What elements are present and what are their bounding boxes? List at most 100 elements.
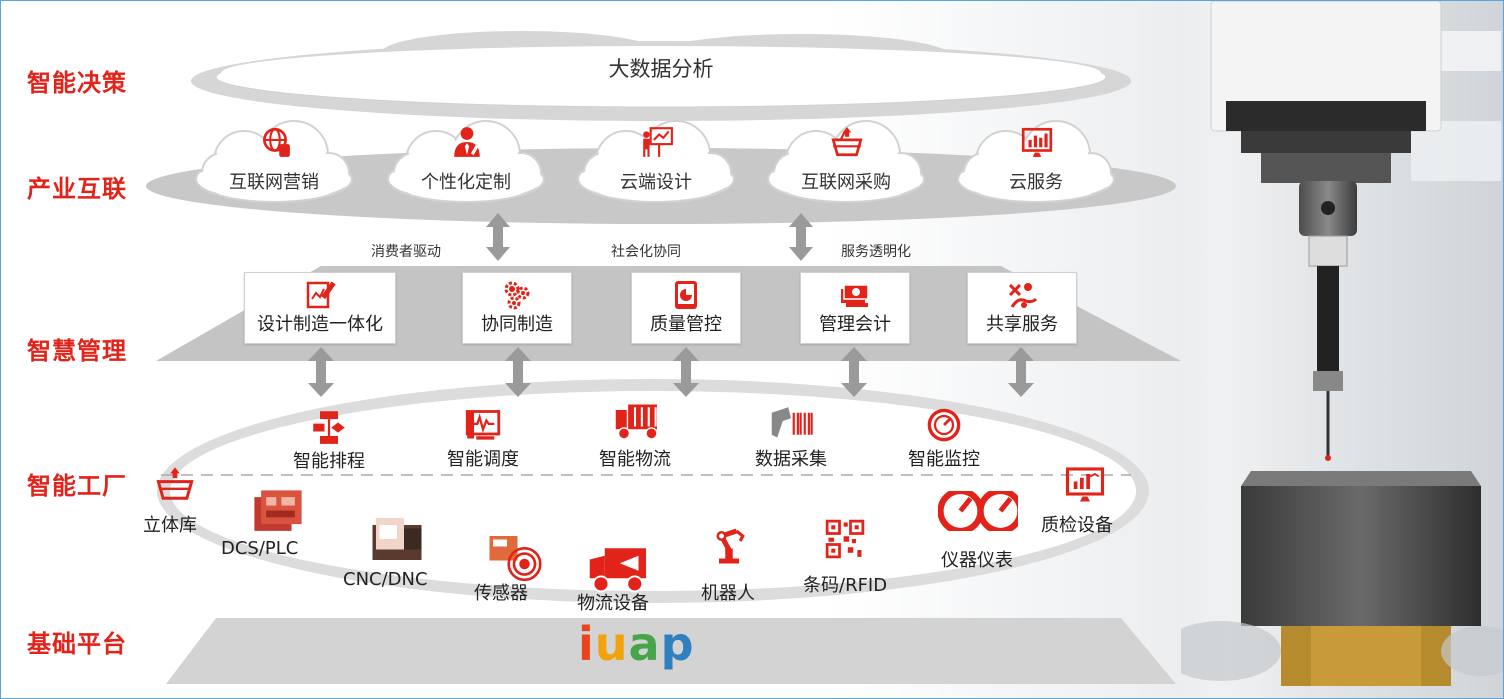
factory-bottom-icon-wrap [709, 526, 749, 570]
machine-photo [1181, 1, 1503, 698]
industry-cloud-item: 互联网采购 [756, 113, 936, 205]
factory-icon-wrap [428, 401, 538, 443]
presentation-icon [643, 127, 673, 157]
iuap-letter-u: u [594, 617, 629, 671]
iuap-letter-i: i [578, 617, 595, 671]
factory-bottom-label: DCS/PLC [221, 538, 299, 559]
factory-top-item: 智能物流 [580, 401, 690, 473]
inspection-screen-icon [1065, 467, 1105, 502]
factory-bottom-label: 立体库 [143, 515, 197, 536]
factory-bottom-label: 质检设备 [1041, 515, 1113, 536]
factory-icon-wrap [889, 401, 999, 443]
cloud-shape [577, 120, 735, 203]
factory-top-label: 智能调度 [447, 449, 519, 470]
industry-cloud-item: 互联网营销 [184, 113, 364, 205]
factory-bottom-icon-wrap [251, 487, 305, 545]
globe-phone-icon [263, 127, 290, 157]
factory-bottom-icon-wrap [823, 517, 867, 565]
factory-top-item: 智能调度 [428, 401, 538, 473]
factory-bottom-label: 仪器仪表 [941, 550, 1013, 571]
layer-label-factory: 智能工厂 [27, 472, 127, 500]
layer-label-decision: 智能决策 [27, 69, 127, 97]
truck-icon [615, 404, 657, 440]
factory-bottom-icon-wrap [937, 487, 1024, 535]
factory-bottom-label: 传感器 [474, 583, 528, 604]
factory-bottom-label: 物流设备 [577, 593, 649, 614]
cloud-shape [195, 120, 353, 203]
management-box-label: 质量管控 [650, 314, 722, 335]
cloud-icon-wrap [258, 125, 292, 163]
sensor-icon [489, 536, 542, 582]
plc-device-icon [254, 490, 302, 531]
factory-icon-wrap [736, 401, 846, 443]
layer-label-industry: 产业互联 [27, 175, 127, 203]
box-icon-wrap [1006, 279, 1038, 315]
arrow-consumer [486, 213, 510, 261]
cloud-icon-wrap [1020, 125, 1054, 163]
cloud-icon-wrap [640, 125, 674, 163]
cnc-machine-icon [372, 518, 422, 560]
management-box: 共享服务 [967, 272, 1077, 344]
factory-bottom-icon-wrap [1065, 464, 1105, 508]
industry-cloud-item: 个性化定制 [376, 113, 556, 205]
big-data-label: 大数据分析 [608, 57, 714, 81]
flowchart-icon [313, 411, 345, 444]
factory-icon-wrap [274, 403, 384, 445]
share-hands-icon [1008, 283, 1038, 308]
cloud-shape [957, 120, 1115, 203]
factory-bottom-label: 条码/RFID [803, 575, 888, 596]
industry-cloud-item: 云服务 [946, 113, 1126, 205]
management-box-label: 共享服务 [986, 314, 1058, 335]
iuap-logo: iuap [578, 617, 695, 671]
management-box: 管理会计 [800, 272, 910, 344]
tablet-chart-icon [675, 281, 697, 309]
factory-top-label: 智能排程 [293, 451, 365, 472]
gauge-icon [927, 408, 961, 442]
chart-screen-icon [1021, 127, 1053, 157]
cloud-icon-wrap [830, 125, 864, 163]
layer-label-management: 智慧管理 [27, 337, 127, 365]
industry-cloud-label: 互联网营销 [229, 172, 319, 193]
money-icon [841, 284, 869, 307]
dual-gauge-icon [937, 487, 1024, 535]
industry-cloud-label: 互联网采购 [801, 172, 891, 193]
robot-arm-icon [716, 528, 745, 564]
management-box-label: 设计制造一体化 [257, 314, 383, 335]
box-icon-wrap [501, 279, 533, 315]
person-tie-icon [454, 127, 480, 157]
connector-label-consumer: 消费者驱动 [371, 244, 441, 260]
factory-top-label: 数据采集 [755, 449, 827, 470]
industry-cloud-label: 个性化定制 [421, 172, 511, 193]
industry-cloud-label: 云服务 [1009, 172, 1063, 193]
delivery-truck-icon [589, 548, 646, 593]
arrow-service [789, 213, 813, 261]
management-box: 协同制造 [462, 272, 572, 344]
box-icon-wrap [670, 279, 702, 315]
factory-bottom-icon-wrap [486, 529, 542, 589]
monitor-pulse-icon [465, 410, 501, 440]
factory-top-item: 智能排程 [274, 403, 384, 475]
factory-bottom-icon-wrap [369, 511, 425, 571]
factory-top-item: 数据采集 [736, 401, 846, 473]
factory-icon-wrap [580, 401, 690, 443]
shopping-basket-icon [831, 127, 863, 157]
iuap-letter-p: p [660, 617, 695, 671]
connector-arrows [308, 213, 1034, 397]
gears-icon [504, 281, 530, 310]
qr-code-icon [825, 519, 865, 559]
basket-icon [156, 467, 194, 500]
factory-bottom-icon-wrap [586, 537, 646, 601]
cloud-icon-wrap [450, 125, 484, 163]
factory-top-label: 智能监控 [908, 449, 980, 470]
connector-label-social: 社会化协同 [611, 244, 681, 260]
cloud-shape [767, 120, 925, 203]
industry-cloud-label: 云端设计 [620, 172, 692, 193]
barcode-scanner-icon [771, 407, 813, 438]
management-box: 质量管控 [631, 272, 741, 344]
iuap-letter-a: a [628, 617, 661, 671]
industry-cloud-item: 云端设计 [566, 113, 746, 205]
factory-bottom-label: CNC/DNC [343, 569, 428, 590]
design-pencil-icon [306, 281, 336, 309]
box-icon-wrap [304, 279, 336, 315]
